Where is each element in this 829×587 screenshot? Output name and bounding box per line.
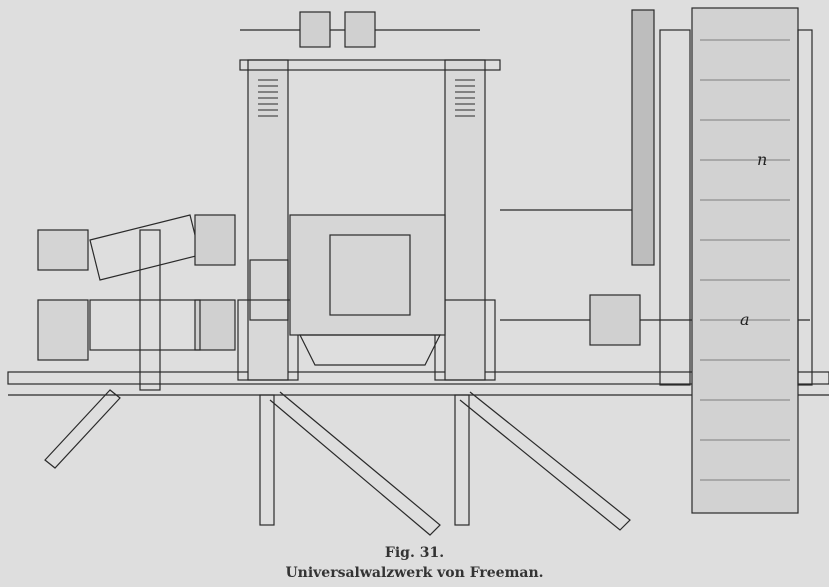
right-column [444,59,486,381]
roll-housing [289,214,446,336]
flywheel [691,7,799,514]
figure-caption: Universalwalzwerk von Freeman. [285,565,544,581]
part-label-a: a [740,310,750,329]
part-label-n: n [757,150,768,169]
left-column [247,59,289,381]
figure-number: Fig. 31. [384,545,445,561]
base-rail [7,371,829,385]
gear-wheel [631,9,655,266]
